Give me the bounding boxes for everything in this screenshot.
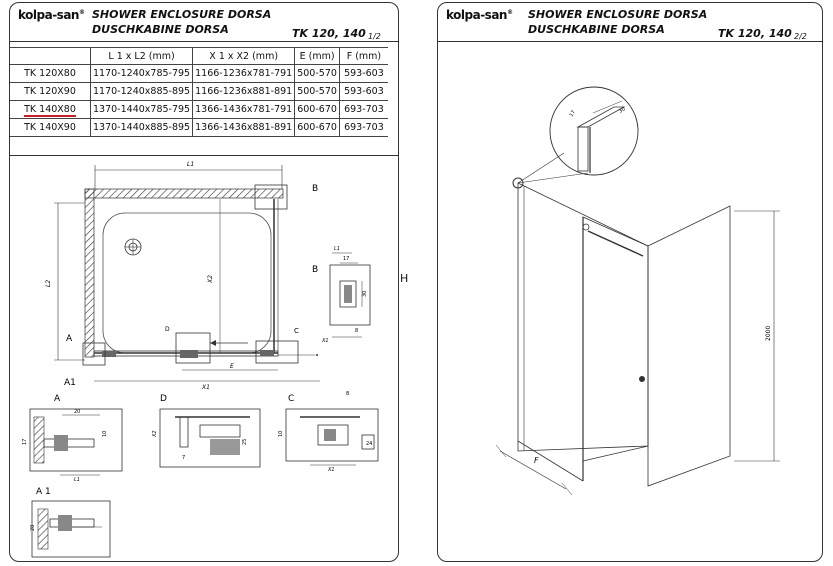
- label-d-detail: D: [160, 394, 167, 404]
- label-a: A: [66, 334, 73, 344]
- title-divider: [10, 41, 398, 42]
- dim-height: 2000: [765, 326, 772, 341]
- svg-text:17: 17: [22, 439, 28, 445]
- perspective-drawing: 17 30 2000 F: [495, 86, 780, 496]
- svg-text:X1: X1: [327, 467, 335, 473]
- label-a1: A1: [64, 378, 76, 388]
- table-cell: 693-703: [338, 118, 388, 137]
- svg-text:20: 20: [30, 525, 36, 531]
- brand-logo: kolpa-san®: [446, 8, 513, 22]
- wall-top: [84, 188, 284, 199]
- detail-b-frame: [329, 264, 371, 326]
- title-line-2: DUSCHKABINE DORSA: [92, 23, 229, 36]
- model-label: TK 120, 140: [292, 27, 366, 40]
- label-b: B: [312, 184, 318, 194]
- label-a-detail: A: [54, 394, 61, 404]
- label-c-small: C: [294, 327, 299, 335]
- table-header-cell: X 1 x X2 (mm): [192, 47, 296, 65]
- table-cell: 1170-1240x785-795: [89, 64, 194, 83]
- svg-text:20: 20: [74, 409, 80, 415]
- detail-box-b: [254, 184, 288, 210]
- magnified-detail-circle: [549, 86, 639, 176]
- svg-text:24: 24: [366, 441, 372, 447]
- table-cell: 1370-1440x785-795: [89, 100, 194, 119]
- svg-text:10: 10: [278, 431, 284, 437]
- detail-box-a: [82, 342, 106, 366]
- table-cell: 1166-1236x781-791: [192, 64, 296, 83]
- title-line-1: SHOWER ENCLOSURE DORSA: [528, 8, 708, 21]
- detail-box-c: [255, 340, 299, 364]
- dim-l1: L1: [187, 161, 194, 168]
- table-cell: 1166-1236x881-891: [192, 82, 296, 101]
- table-cell: 1170-1240x885-895: [89, 82, 194, 101]
- wall-left: [84, 188, 95, 358]
- svg-text:10: 10: [102, 431, 108, 437]
- svg-text:L1: L1: [74, 477, 80, 483]
- fold-marker: H: [400, 272, 409, 285]
- detail-box-d: [175, 332, 211, 364]
- drawing-sheet-1: kolpa-san® SHOWER ENCLOSURE DORSA DUSCHK…: [9, 2, 399, 562]
- table-cell: 500-570: [294, 82, 340, 101]
- table-divider: [10, 155, 398, 156]
- table-cell: TK 120X80: [10, 64, 91, 83]
- detail-a1-frame: [31, 500, 111, 558]
- svg-text:7: 7: [182, 455, 185, 461]
- label-c-detail: C: [288, 394, 294, 404]
- dim-l2: L2: [45, 280, 52, 287]
- dim-x1: X1: [201, 384, 210, 391]
- table-cell: 593-603: [338, 64, 388, 83]
- table-cell: 1366-1436x781-791: [192, 100, 296, 119]
- table-cell: 600-670: [294, 100, 340, 119]
- svg-text:X2: X2: [152, 430, 158, 438]
- title-line-2: DUSCHKABINE DORSA: [528, 23, 665, 36]
- table-cell: TK 140X90: [10, 118, 91, 137]
- svg-text:17: 17: [343, 256, 349, 262]
- detail-d-frame: [159, 408, 261, 468]
- page-number: 1/2: [368, 32, 381, 41]
- detail-a-frame: [29, 408, 123, 472]
- label-d-small: D: [165, 326, 170, 333]
- title-divider: [438, 41, 822, 42]
- table-row: TK 120X80 1170-1240x785-795 1166-1236x78…: [10, 64, 388, 83]
- shower-tray: [102, 212, 272, 354]
- svg-text:8: 8: [355, 328, 358, 334]
- label-b-detail: B: [312, 265, 318, 275]
- table-cell-highlighted: TK 140X80: [10, 100, 91, 119]
- table-row: TK 120X90 1170-1240x885-895 1166-1236x88…: [10, 82, 388, 101]
- table-cell: 1366-1436x881-891: [192, 118, 296, 137]
- svg-text:8: 8: [346, 391, 349, 397]
- brand-logo: kolpa-san®: [18, 8, 85, 22]
- detail-c-frame: [285, 408, 379, 462]
- dim-f: F: [534, 456, 539, 465]
- table-cell: 693-703: [338, 100, 388, 119]
- table-row-highlighted: TK 140X80 1370-1440x785-795 1366-1436x78…: [10, 100, 388, 119]
- table-cell: 593-603: [338, 82, 388, 101]
- dimension-table: L 1 x L2 (mm) X 1 x X2 (mm) E (mm) F (mm…: [10, 47, 388, 137]
- dim-x2: X2: [207, 275, 214, 284]
- svg-text:30: 30: [618, 106, 627, 114]
- svg-text:X1: X1: [321, 338, 329, 344]
- table-header-row: L 1 x L2 (mm) X 1 x X2 (mm) E (mm) F (mm…: [10, 47, 388, 65]
- table-cell: 1370-1440x885-895: [89, 118, 194, 137]
- table-cell: 600-670: [294, 118, 340, 137]
- page-number: 2/2: [794, 32, 807, 41]
- right-panel: [647, 205, 731, 487]
- svg-text:25: 25: [242, 439, 248, 445]
- table-row: TK 140X90 1370-1440x885-895 1366-1436x88…: [10, 118, 388, 137]
- svg-text:L1: L1: [334, 246, 340, 252]
- plan-view-drawing: L1 L2 X2 B A A1 D: [22, 161, 379, 558]
- label-a1-detail: A 1: [36, 487, 51, 497]
- table-header-cell: E (mm): [294, 47, 340, 65]
- title-line-1: SHOWER ENCLOSURE DORSA: [92, 8, 272, 21]
- table-header-cell: L 1 x L2 (mm): [89, 47, 194, 65]
- table-cell: 500-570: [294, 64, 340, 83]
- table-header-cell: [10, 47, 91, 65]
- drawing-sheet-2: kolpa-san® SHOWER ENCLOSURE DORSA DUSCHK…: [437, 2, 823, 562]
- svg-text:30: 30: [362, 291, 368, 297]
- table-cell: TK 120X90: [10, 82, 91, 101]
- svg-text:17: 17: [569, 109, 577, 118]
- table-header-cell: F (mm): [338, 47, 388, 65]
- dim-e: E: [230, 363, 234, 370]
- model-label: TK 120, 140: [718, 27, 792, 40]
